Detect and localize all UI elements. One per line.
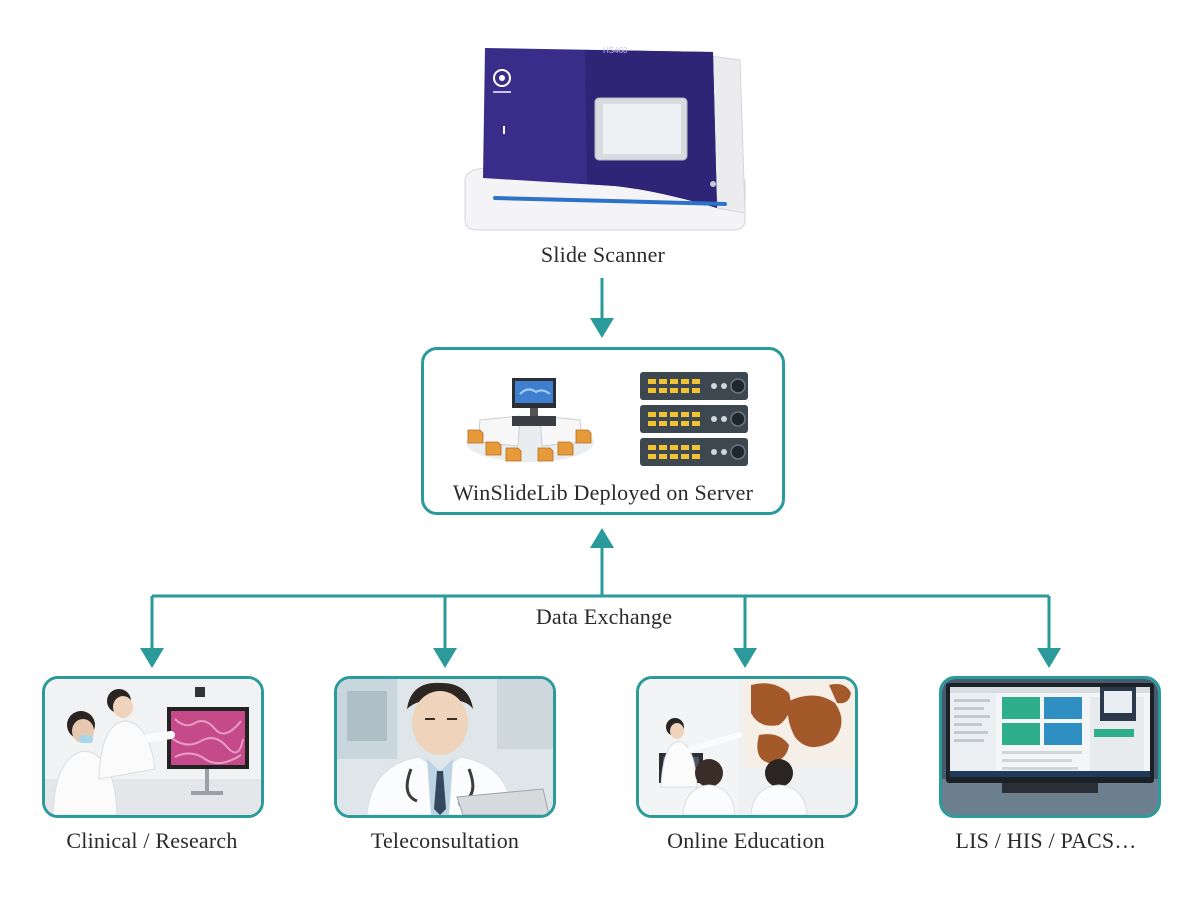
server-rack-icon — [640, 372, 748, 466]
doctor-with-tablet-image — [337, 679, 553, 815]
arrow-down-to-server — [590, 318, 614, 338]
server-label: WinSlideLib Deployed on Server — [452, 480, 754, 505]
teleconsultation-label: Teleconsultation — [370, 828, 520, 853]
online-education-label: Online Education — [667, 828, 825, 853]
arrow-down-education — [733, 648, 757, 668]
arrow-up-to-server — [590, 528, 614, 548]
scanner-model-text: HS460 — [603, 46, 628, 55]
clinical-research-card — [42, 676, 264, 818]
data-exchange-label: Data Exchange — [531, 604, 677, 630]
network-distribution-icon — [466, 378, 594, 462]
clinicians-with-monitor-image — [45, 679, 261, 815]
classroom-lecture-image — [639, 679, 855, 815]
slide-scanner-icon — [464, 48, 746, 231]
teleconsultation-card — [334, 676, 556, 818]
clinical-research-label: Clinical / Research — [66, 828, 238, 853]
arrow-down-clinical — [140, 648, 164, 668]
lis-his-pacs-card — [939, 676, 1161, 818]
arrow-down-teleconsultation — [433, 648, 457, 668]
lab-software-monitor-image — [942, 679, 1158, 815]
slide-scanner-label: Slide Scanner — [540, 242, 666, 267]
arrow-down-lis — [1037, 648, 1061, 668]
lis-his-pacs-label: LIS / HIS / PACS… — [955, 828, 1137, 853]
online-education-card — [636, 676, 858, 818]
server-box: WinSlideLib Deployed on Server — [421, 347, 785, 515]
